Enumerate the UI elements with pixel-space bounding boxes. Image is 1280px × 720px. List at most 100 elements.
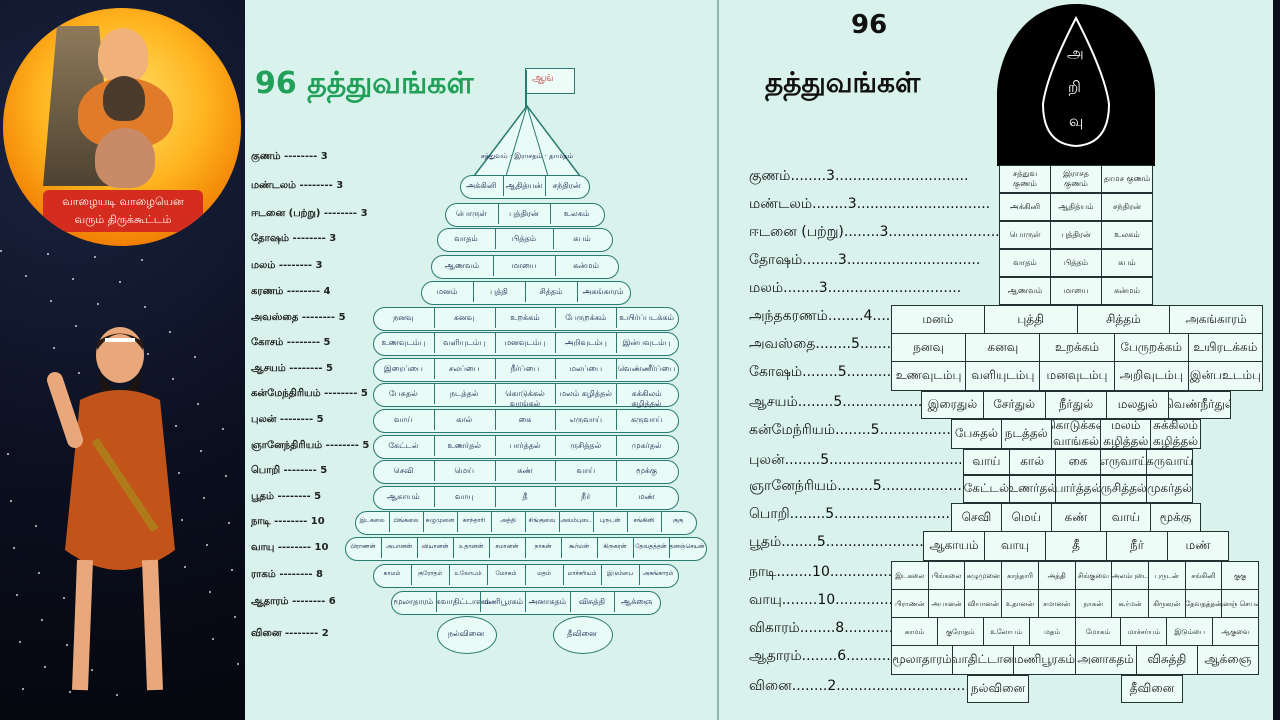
pyramid-cell-divider: [434, 487, 435, 507]
star: [47, 253, 49, 255]
pyramid-cell-divider: [434, 359, 435, 379]
pyramid-cell: கிருகரன்: [597, 543, 633, 551]
drop-letter-3: வு: [1069, 112, 1083, 132]
pyramid-cell: மெய்: [434, 466, 495, 476]
table-cell: வாய்: [964, 450, 1010, 474]
pyramid-cell-divider: [555, 308, 556, 328]
pyramid-cell: கனவு: [434, 313, 495, 323]
table-cell: நடத்தல்: [1002, 420, 1052, 448]
drop-letter-1: அ: [1067, 44, 1084, 64]
pyramid-cell-divider: [493, 256, 494, 276]
pyramid-cell: கருவாய்: [616, 415, 677, 425]
pyramid-cell: மலம் கழித்தல்: [555, 389, 616, 399]
table-cell: மதம்: [1030, 618, 1076, 646]
pyramid-cell: கேட்டல்: [373, 441, 434, 451]
pyramid-cell-divider: [434, 384, 435, 404]
pyramid-cell-divider: [593, 512, 594, 532]
pyramid-cell-divider: [616, 333, 617, 353]
table-row-18: நல்வினைதீவினை: [921, 675, 1229, 703]
pyramid-label-7: கோசம் -------- 5: [251, 337, 330, 349]
star: [13, 547, 15, 549]
pyramid-cell-divider: [525, 512, 526, 532]
pyramid-cell-divider: [436, 592, 437, 612]
pyramid-cell: மோகம்: [487, 570, 525, 578]
diagram-panel-table: 96 தத்துவங்கள் அ றி வு குணம்........3...…: [717, 0, 1275, 720]
pyramid-label-1: மண்டலம் -------- 3: [251, 180, 343, 192]
pyramid-cell-divider: [495, 384, 496, 404]
pyramid-cell: மூலாதாரம்: [391, 597, 436, 607]
pyramid-flag-text: ஆங்: [532, 73, 553, 85]
pyramid-cell-divider: [417, 538, 418, 558]
logo-banner: வாழையடி வாழையென வரும் திருக்கூட்டம்: [43, 190, 203, 232]
pyramid-cell: சிங்குவை: [525, 517, 559, 525]
table-cell: உலோபம்: [984, 618, 1030, 646]
table-cell: ஆகாயம்: [924, 532, 985, 560]
pyramid-label-10: புலன் -------- 5: [251, 414, 324, 426]
pyramid-cell: பிராணன்: [345, 543, 381, 551]
table-cell: மலதுல்: [1107, 392, 1169, 418]
pyramid-cell-divider: [633, 538, 634, 558]
table-cell: காமம்: [892, 618, 938, 646]
pyramid-cell-divider: [614, 592, 615, 612]
pyramid-cell: உறக்கம்: [495, 313, 556, 323]
saint-illustration: [35, 320, 205, 710]
vinai-left-text: நல்வினை: [437, 629, 495, 639]
star: [237, 663, 239, 665]
pyramid-cell: மதம்: [525, 570, 563, 578]
pyramid-cell: நடத்தல்: [434, 389, 495, 399]
logo-caption-line1: வாழையடி வாழையென: [43, 193, 203, 211]
pyramid-cell-divider: [597, 538, 598, 558]
pyramid-cell-divider: [555, 461, 556, 481]
table-cell: உலகம்: [1102, 222, 1152, 248]
table-cell: மாயை: [1051, 278, 1102, 304]
pyramid-cell: விசுத்தி: [570, 597, 615, 607]
pyramid-cell-divider: [601, 565, 602, 585]
logo-caption-line2: வரும் திருக்கூட்டம்: [43, 211, 203, 229]
star: [119, 281, 121, 283]
pyramid-cell-divider: [495, 308, 496, 328]
pyramid-cell-divider: [555, 436, 556, 456]
pyramid-cell: அறிவுடம்பு: [555, 338, 616, 348]
pyramid-cell: தீ: [495, 492, 556, 502]
pyramid-cell: கூர்மன்: [561, 543, 597, 551]
pyramid-cell: குரோதம்: [411, 570, 449, 578]
table-cell: பார்த்தல்: [1056, 476, 1102, 502]
pyramid-cell: நனவு: [373, 313, 434, 323]
pyramid-cell-divider: [449, 565, 450, 585]
table-row-label-0: குணம்........3..........................…: [749, 168, 968, 186]
table-cell: மணிபூரகம்: [1014, 646, 1075, 674]
table-cell: பேசுதல்: [952, 420, 1002, 448]
pyramid-cell-divider: [669, 538, 670, 558]
table-row-5: மனம்புத்திசித்தம்அகங்காரம்: [891, 305, 1263, 335]
pyramid-cell: சந்திரன்: [545, 181, 588, 191]
table-row-10: வாய்கால்கைஎருவாய்கருவாய்: [963, 449, 1193, 475]
pyramid-cell-divider: [503, 176, 504, 196]
table-cell: சத்துவ குணம்: [1000, 166, 1051, 192]
table-cell: அத்தி: [1039, 562, 1076, 590]
table-cell: மூலாதாரம்: [892, 646, 953, 674]
pyramid-cell: உதானன்: [453, 543, 489, 551]
table-row-0: சத்துவ குணம்இராசத குணம்தாமச குணம்: [999, 165, 1153, 193]
table-cell: தீ: [1046, 532, 1107, 560]
table-cell: செவி: [952, 504, 1002, 532]
pyramid-cell: வாய்: [555, 466, 616, 476]
star: [212, 638, 214, 640]
pyramid-cell-divider: [627, 512, 628, 532]
table-cell: நீர்: [1107, 532, 1168, 560]
table-row-14: இடகலைபிங்கலைசுழுமுனைகாந்தாரிஅத்திசிங்குவ…: [891, 561, 1259, 591]
pyramid-label-11: ஞானேந்திரியம் -------- 5: [251, 440, 369, 452]
table-cell: சுக்கிலம் கழித்தல்: [1151, 420, 1200, 448]
table-cell: அலம்புடை: [1112, 562, 1149, 590]
star: [228, 522, 230, 524]
table-cell: வியானன்: [965, 590, 1002, 618]
star: [0, 250, 2, 252]
pyramid-cell-divider: [616, 410, 617, 430]
pyramid-cell-divider: [525, 565, 526, 585]
pyramid-cell: உயிர்ப்படக்கம்: [616, 313, 677, 323]
table-cell: மனவுடம்பு: [1040, 362, 1114, 390]
pyramid-cell: மூக்கு: [616, 466, 677, 476]
table-cell: காந்தாரி: [1002, 562, 1039, 590]
logo-circle: வாழையடி வாழையென வரும் திருக்கூட்டம்: [3, 8, 241, 246]
pyramid-cell: அகங்காரம்: [577, 287, 629, 297]
pyramid-cell: அகங்காரம்: [639, 570, 677, 578]
